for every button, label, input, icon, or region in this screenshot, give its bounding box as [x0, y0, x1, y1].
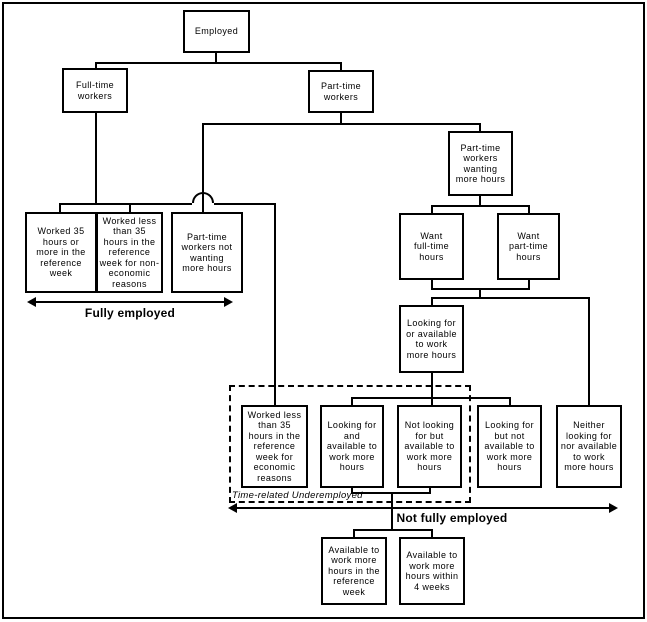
box-looking-but-not-available: Looking for but not available to work mo…	[477, 405, 542, 488]
not-fully-employed-label: Not fully employed	[396, 511, 508, 525]
box-worked-35-or-more: Worked 35 hours or more in the reference…	[25, 212, 97, 293]
connector	[202, 123, 481, 125]
arrow-line	[34, 301, 226, 303]
arrowhead-right	[609, 503, 618, 513]
connector	[351, 488, 353, 494]
box-full-time-workers: Full-time workers	[62, 68, 128, 113]
connector	[431, 297, 590, 299]
connector	[95, 62, 97, 68]
connector	[431, 297, 433, 305]
arrowhead-left	[27, 297, 36, 307]
connector	[340, 62, 342, 70]
line-bridge-hop	[192, 192, 214, 203]
connector	[431, 205, 433, 213]
box-employed: Employed	[183, 10, 250, 53]
box-looking-and-available: Looking for and available to work more h…	[320, 405, 384, 488]
connector	[215, 53, 217, 62]
box-available-reference-week: Available to work more hours in the refe…	[321, 537, 387, 605]
connector	[59, 203, 192, 205]
box-neither-looking-nor-available: Neither looking for nor available to wor…	[556, 405, 622, 488]
connector	[340, 113, 342, 125]
connector	[95, 113, 97, 205]
box-worked-less-35-non-economic: Worked less than 35 hours in the referen…	[96, 212, 163, 293]
connector	[59, 203, 61, 212]
box-worked-less-35-economic: Worked less than 35 hours in the referen…	[241, 405, 308, 488]
arrowhead-left	[228, 503, 237, 513]
connector	[509, 397, 511, 405]
connector	[431, 205, 530, 207]
connector	[431, 280, 433, 288]
connector	[431, 373, 433, 405]
connector	[214, 203, 276, 205]
box-looking-or-available: Looking for or available to work more ho…	[399, 305, 464, 373]
connector	[479, 123, 481, 131]
connector	[353, 529, 433, 531]
connector	[391, 492, 393, 531]
connector	[202, 123, 204, 213]
box-want-full-time: Want full-time hours	[399, 213, 464, 280]
box-available-4-weeks: Available to work more hours within 4 we…	[399, 537, 465, 605]
time-related-underemployed-label: Time-related Underemployed	[232, 490, 363, 501]
connector	[353, 529, 355, 537]
arrowhead-right	[224, 297, 233, 307]
connector	[95, 62, 342, 64]
connector	[351, 397, 511, 399]
box-pt-wanting-more: Part-time workers wanting more hours	[448, 131, 513, 196]
underemployed-dashed-outline	[229, 385, 471, 503]
connector	[431, 529, 433, 537]
box-part-time-workers: Part-time workers	[308, 70, 374, 113]
box-want-part-time: Want part-time hours	[497, 213, 560, 280]
connector	[479, 196, 481, 205]
connector	[274, 203, 276, 405]
connector	[429, 488, 431, 494]
box-not-looking-but-available: Not looking for but available to work mo…	[397, 405, 462, 488]
connector	[528, 280, 530, 288]
fully-employed-label: Fully employed	[84, 306, 176, 320]
connector	[528, 205, 530, 213]
connector	[351, 397, 353, 405]
box-pt-not-wanting-more: Part-time workers not wanting more hours	[171, 212, 243, 293]
connector	[129, 203, 131, 212]
connector	[588, 297, 590, 405]
connector	[479, 288, 481, 298]
arrow-line	[235, 507, 611, 509]
